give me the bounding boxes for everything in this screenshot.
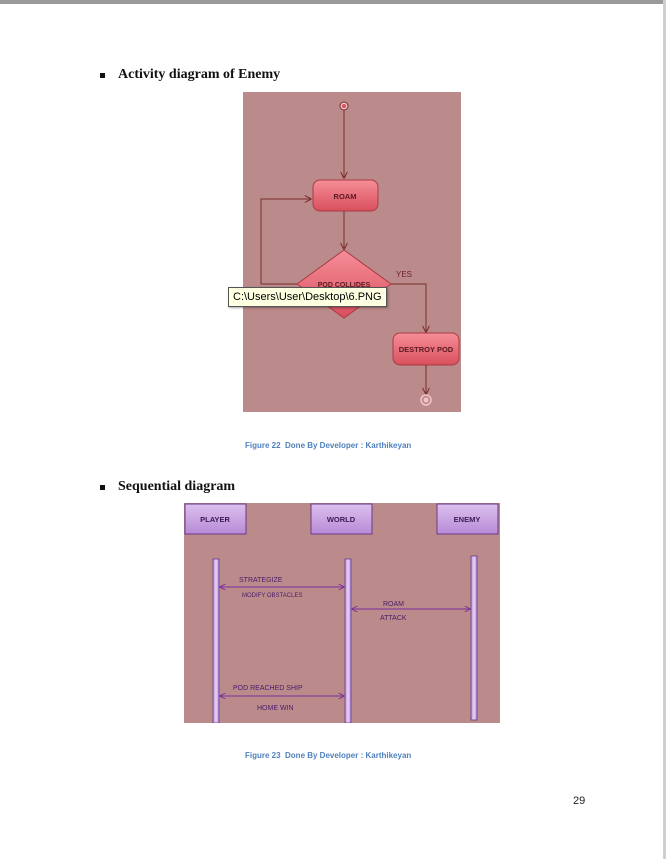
message-strategize: STRATEGIZE [239, 577, 283, 584]
message-modify-obstacles: MODIFY OBSTACLES [242, 593, 302, 599]
end-node [420, 394, 432, 406]
message-roam: ROAM [383, 601, 404, 608]
figure-caption-22: Figure 22 Done By Developer : Karthikeya… [245, 441, 412, 450]
section-heading-activity: Activity diagram of Enemy [100, 67, 280, 83]
destroy-pod-label: DESTROY POD [399, 345, 454, 354]
actor-world-label: WORLD [327, 515, 356, 524]
yes-label: YES [396, 270, 412, 279]
window-top-border [0, 0, 666, 4]
lifeline-player [212, 558, 220, 723]
diagram-background [184, 503, 500, 723]
actor-player-label: PLAYER [200, 515, 230, 524]
activity-diagram: ROAM POD COLLIDES YES DESTROY POD [243, 92, 461, 412]
actor-world: WORLD [310, 503, 373, 535]
message-attack: ATTACK [380, 615, 407, 622]
actor-player: PLAYER [184, 503, 247, 535]
page-number: 29 [573, 795, 586, 807]
figure-caption-23: Figure 23 Done By Developer : Karthikeya… [245, 751, 412, 760]
roam-node: ROAM [312, 179, 379, 212]
section-heading-sequence: Sequential diagram [100, 479, 235, 495]
lifeline-enemy [470, 555, 478, 721]
window-right-border [663, 0, 666, 859]
actor-enemy: ENEMY [436, 503, 499, 535]
decision-node-label: POD COLLIDES [318, 282, 371, 289]
message-pod-reached-ship: POD REACHED SHIP [233, 685, 303, 692]
roam-node-label: ROAM [334, 192, 357, 201]
flow-yes-branch [391, 283, 426, 332]
bullet-icon [100, 484, 105, 490]
file-path-tooltip: C:\Users\User\Desktop\6.PNG [228, 287, 387, 307]
bullet-icon [100, 72, 105, 78]
destroy-pod-node: DESTROY POD [392, 332, 460, 366]
sequence-diagram: PLAYER WORLD ENEMY STRATEGIZE MODIFY OBS… [184, 503, 500, 723]
flow-loop-back [260, 199, 311, 285]
message-home-win: HOME WIN [257, 705, 294, 712]
lifeline-world [344, 558, 352, 723]
section-title: Sequential diagram [118, 479, 236, 494]
section-title: Activity diagram of Enemy [118, 67, 281, 82]
actor-enemy-label: ENEMY [454, 515, 481, 524]
